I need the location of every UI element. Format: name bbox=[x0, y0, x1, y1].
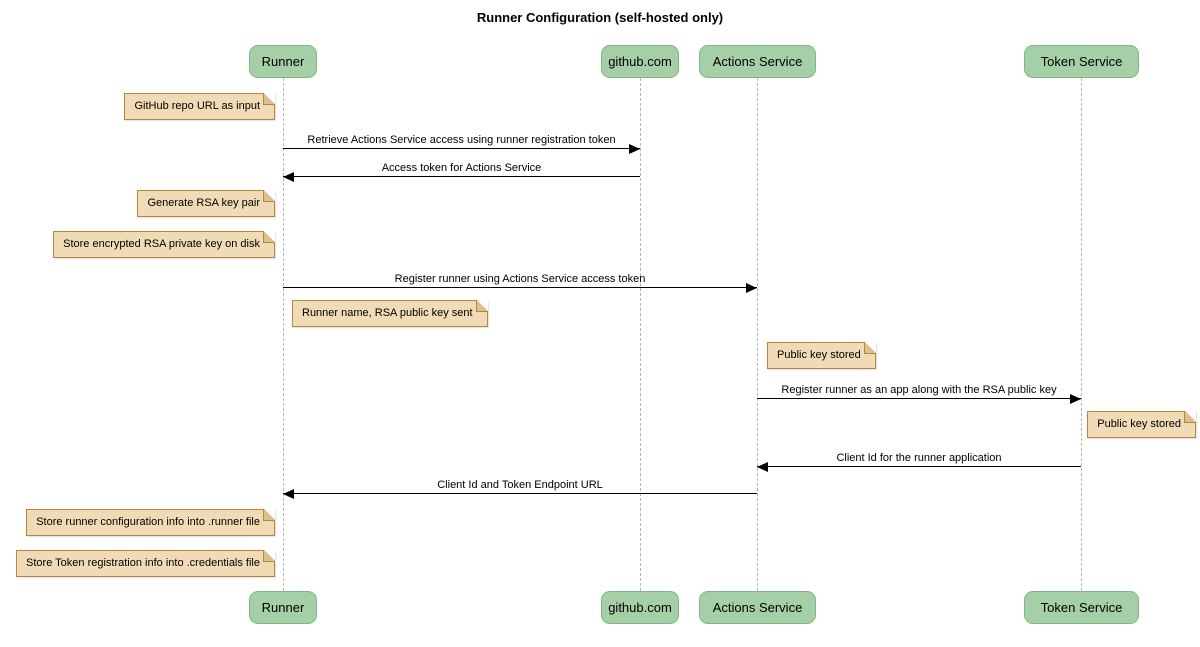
note-fold-icon bbox=[263, 93, 275, 105]
note-text: Store Token registration info into .cred… bbox=[26, 557, 260, 569]
note-public-key-stored-actions: Public key stored bbox=[767, 342, 876, 369]
message-label: Client Id and Token Endpoint URL bbox=[437, 479, 603, 491]
participant-actions-service-bottom: Actions Service bbox=[699, 591, 816, 624]
arrowhead-left-icon bbox=[283, 172, 294, 182]
note-fold-icon bbox=[863, 342, 876, 354]
note-store-credentials-file: Store Token registration info into .cred… bbox=[16, 550, 275, 577]
message-label: Register runner as an app along with the… bbox=[781, 384, 1057, 396]
message-label: Access token for Actions Service bbox=[381, 162, 542, 174]
note-text: GitHub repo URL as input bbox=[134, 100, 260, 112]
message-access-token: Access token for Actions Service bbox=[283, 161, 640, 182]
participant-token-service-bottom: Token Service bbox=[1024, 591, 1139, 624]
message-retrieve-access: Retrieve Actions Service access using ru… bbox=[283, 133, 640, 154]
message-register-app: Register runner as an app along with the… bbox=[757, 383, 1081, 404]
participant-runner-top: Runner bbox=[249, 45, 317, 78]
arrowhead-right-icon bbox=[1070, 394, 1081, 404]
message-line bbox=[757, 462, 1081, 472]
message-register-runner: Register runner using Actions Service ac… bbox=[283, 272, 757, 293]
note-fold-icon bbox=[263, 509, 275, 521]
participant-github-top: github.com bbox=[601, 45, 679, 78]
note-fold-icon bbox=[263, 190, 275, 202]
message-line bbox=[283, 489, 757, 499]
note-fold-icon bbox=[263, 231, 275, 243]
diagram-title: Runner Configuration (self-hosted only) bbox=[476, 10, 724, 25]
message-label: Client Id for the runner application bbox=[836, 452, 1002, 464]
message-line bbox=[283, 283, 757, 293]
arrowhead-right-icon bbox=[629, 144, 640, 154]
note-text: Runner name, RSA public key sent bbox=[302, 307, 473, 319]
message-line bbox=[283, 144, 640, 154]
participant-github-bottom: github.com bbox=[601, 591, 679, 624]
note-fold-icon bbox=[1184, 411, 1196, 423]
arrowhead-left-icon bbox=[283, 489, 294, 499]
note-generate-rsa: Generate RSA key pair bbox=[137, 190, 275, 217]
participant-runner-bottom: Runner bbox=[249, 591, 317, 624]
lifeline-github bbox=[640, 78, 641, 591]
note-fold-icon bbox=[475, 300, 488, 312]
note-text: Public key stored bbox=[1097, 418, 1181, 430]
note-github-repo-url: GitHub repo URL as input bbox=[124, 93, 275, 120]
note-text: Store runner configuration info into .ru… bbox=[36, 516, 260, 528]
lifeline-runner bbox=[283, 78, 284, 591]
arrowhead-right-icon bbox=[746, 283, 757, 293]
note-text: Generate RSA key pair bbox=[147, 197, 260, 209]
lifeline-actions-service bbox=[757, 78, 758, 591]
note-runner-name-sent: Runner name, RSA public key sent bbox=[292, 300, 488, 327]
message-client-id-endpoint: Client Id and Token Endpoint URL bbox=[283, 478, 757, 499]
note-fold-icon bbox=[263, 550, 275, 562]
note-public-key-stored-token: Public key stored bbox=[1087, 411, 1196, 438]
note-text: Store encrypted RSA private key on disk bbox=[63, 238, 260, 250]
participant-actions-service-top: Actions Service bbox=[699, 45, 816, 78]
lifeline-token-service bbox=[1081, 78, 1082, 591]
note-store-private-key: Store encrypted RSA private key on disk bbox=[53, 231, 275, 258]
participant-token-service-top: Token Service bbox=[1024, 45, 1139, 78]
message-line bbox=[757, 394, 1081, 404]
note-store-runner-file: Store runner configuration info into .ru… bbox=[26, 509, 275, 536]
note-text: Public key stored bbox=[777, 349, 861, 361]
message-label: Retrieve Actions Service access using ru… bbox=[307, 134, 616, 146]
message-line bbox=[283, 172, 640, 182]
message-label: Register runner using Actions Service ac… bbox=[394, 273, 646, 285]
arrowhead-left-icon bbox=[757, 462, 768, 472]
message-client-id: Client Id for the runner application bbox=[757, 451, 1081, 472]
